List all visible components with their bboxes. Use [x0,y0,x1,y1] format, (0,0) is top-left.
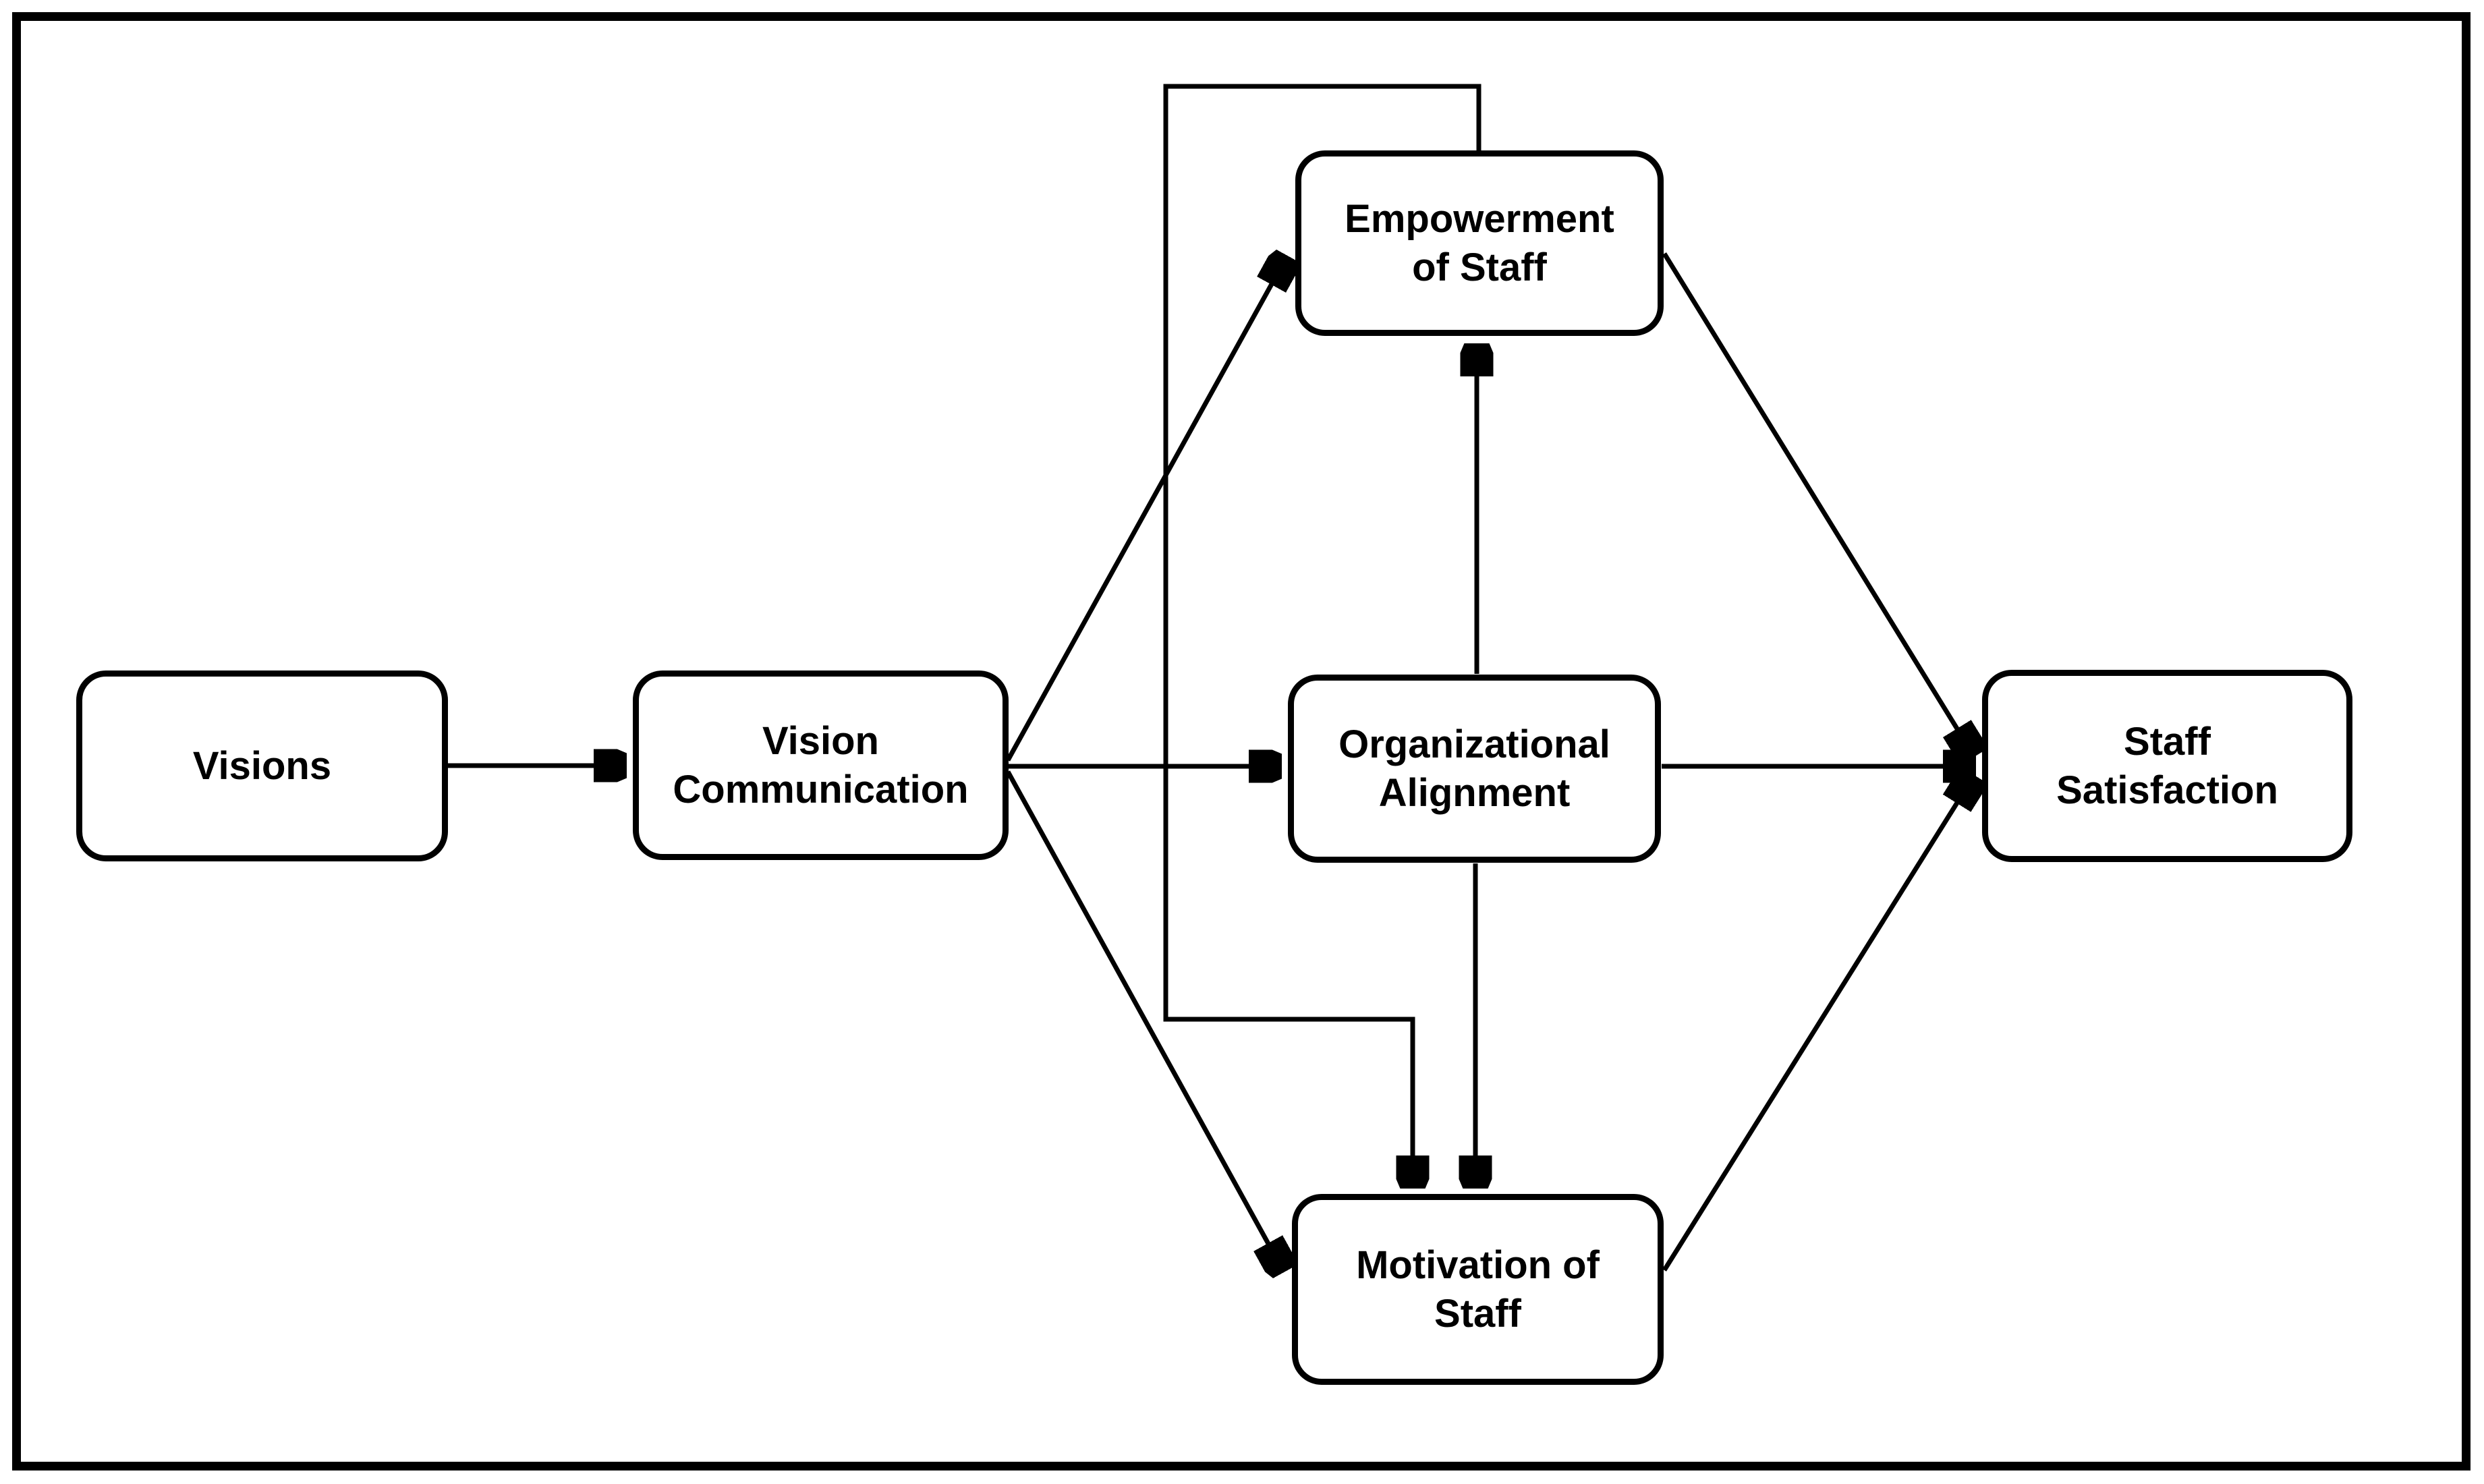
node-label-line: of Staff [1412,245,1547,289]
edge-vision-communication-to-empowerment-of-staff [1005,260,1285,762]
node-organizational-alignment: Organizational Alignment [1288,675,1661,863]
node-label-line: Alignment [1378,770,1571,815]
node-label-line: Vision [762,718,879,763]
node-visions: Visions [76,670,448,861]
node-label-line: Satisfaction [2056,768,2278,812]
node-vision-communication: Vision Communication [633,670,1009,860]
node-staff-satisfaction: Staff Satisfaction [1982,670,2352,862]
node-label-line: Staff [2124,719,2211,764]
node-label-line: Motivation of [1356,1243,1600,1287]
node-label-line: Organizational [1338,722,1610,766]
edge-empowerment-of-staff-to-motivation-of-staff-elbow [1163,84,1481,1184]
node-empowerment-of-staff: Empowerment of Staff [1295,150,1664,336]
edge-vision-communication-to-motivation-of-staff [1005,770,1282,1268]
edge-motivation-of-staff-to-staff-satisfaction [1662,779,1972,1272]
node-label-line: Communication [673,767,969,811]
node-label: Visions [192,743,332,788]
edge-empowerment-of-staff-to-staff-satisfaction [1662,252,1972,753]
node-label-line: Staff [1434,1291,1521,1336]
node-label-line: Empowerment [1345,196,1614,241]
node-motivation-of-staff: Motivation of Staff [1292,1194,1664,1385]
